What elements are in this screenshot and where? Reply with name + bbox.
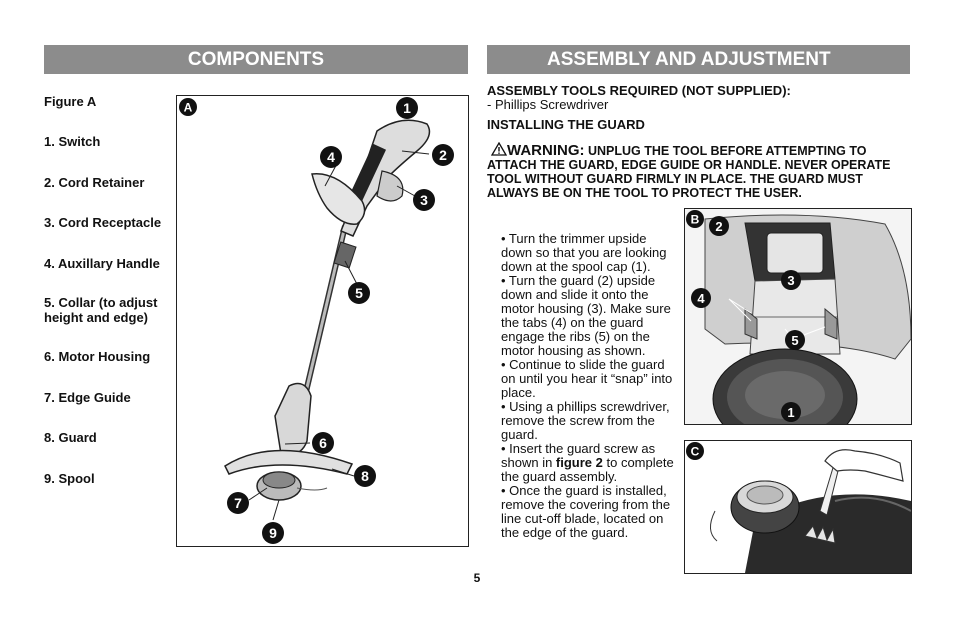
callout-b-1: 1 bbox=[781, 402, 801, 422]
callout-4: 4 bbox=[320, 146, 342, 168]
callout-7: 7 bbox=[227, 492, 249, 514]
warning-label: WARNING: bbox=[507, 142, 585, 159]
callout-b-4: 4 bbox=[691, 288, 711, 308]
components-heading: COMPONENTS bbox=[44, 45, 468, 74]
step-item: • Turn the trimmer upside down so that y… bbox=[501, 231, 667, 274]
component-item: 2. Cord Retainer bbox=[44, 175, 145, 190]
figure-c-letter: C bbox=[691, 445, 700, 459]
guard-heading: INSTALLING THE GUARD bbox=[487, 117, 645, 132]
figure-a-trimmer-illustration: A 1 2 3 4 5 6 8 7 9 bbox=[176, 95, 469, 547]
figure-c-blade-covering: C bbox=[684, 440, 912, 574]
svg-text:5: 5 bbox=[355, 285, 363, 301]
callout-5: 5 bbox=[348, 282, 370, 304]
figure-b-letter: B bbox=[691, 213, 700, 227]
svg-text:6: 6 bbox=[319, 435, 327, 451]
step-item: • Insert the guard screw as shown in fig… bbox=[501, 442, 681, 484]
component-item: 8. Guard bbox=[44, 430, 97, 445]
component-item: 5. Collar (to adjust height and edge) bbox=[44, 295, 158, 325]
svg-text:5: 5 bbox=[791, 333, 798, 348]
step-item: • Continue to slide the guard on until y… bbox=[501, 357, 673, 400]
step-text: to complete the guard assembly. bbox=[501, 455, 674, 484]
component-item: 9. Spool bbox=[44, 471, 95, 486]
svg-text:2: 2 bbox=[439, 147, 447, 163]
step-item: • Turn the guard (2) upside down and sli… bbox=[501, 273, 671, 358]
svg-text:1: 1 bbox=[403, 100, 411, 116]
callout-2: 2 bbox=[432, 144, 454, 166]
callout-b-2: 2 bbox=[709, 216, 729, 236]
guard-steps: • Turn the trimmer upside down so that y… bbox=[501, 232, 681, 540]
svg-text:7: 7 bbox=[234, 495, 242, 511]
guard-photo-drawing: B 2 3 4 5 1 bbox=[685, 209, 911, 424]
step-text: • Insert the guard screw as shown in bbox=[501, 441, 656, 470]
svg-text:3: 3 bbox=[420, 192, 428, 208]
warning-text: UNPLUG THE TOOL BEFORE ATTEMPTING TO ATT… bbox=[487, 144, 891, 200]
callout-8: 8 bbox=[354, 465, 376, 487]
callout-1: 1 bbox=[396, 97, 418, 119]
callout-b-3: 3 bbox=[781, 270, 801, 290]
svg-text:2: 2 bbox=[715, 219, 722, 234]
component-item: 3. Cord Receptacle bbox=[44, 215, 162, 230]
warning-block: WARNING: UNPLUG THE TOOL BEFORE ATTEMPTI… bbox=[487, 141, 912, 200]
figure-a-letter: A bbox=[184, 101, 193, 115]
callout-b-5: 5 bbox=[785, 330, 805, 350]
assembly-heading: ASSEMBLY AND ADJUSTMENT bbox=[487, 45, 910, 74]
tools-heading: ASSEMBLY TOOLS REQUIRED (NOT SUPPLIED): bbox=[487, 83, 791, 98]
callout-9: 9 bbox=[262, 522, 284, 544]
component-item: 6. Motor Housing bbox=[44, 349, 151, 364]
svg-text:1: 1 bbox=[787, 405, 794, 420]
component-item: 1. Switch bbox=[44, 134, 101, 149]
tools-item: - Phillips Screwdriver bbox=[487, 97, 609, 112]
step-item: • Using a phillips screwdriver, remove t… bbox=[501, 399, 670, 442]
page-number: 5 bbox=[473, 571, 481, 585]
warning-triangle-icon bbox=[490, 141, 508, 156]
figure-b-guard-installation: B 2 3 4 5 1 bbox=[684, 208, 912, 425]
callout-3: 3 bbox=[413, 189, 435, 211]
callout-6: 6 bbox=[312, 432, 334, 454]
svg-text:4: 4 bbox=[327, 149, 335, 165]
svg-text:3: 3 bbox=[787, 273, 794, 288]
component-item: 4. Auxillary Handle bbox=[44, 256, 160, 271]
figure-label: Figure A bbox=[44, 94, 97, 109]
component-item: 7. Edge Guide bbox=[44, 390, 131, 405]
figure-reference: figure 2 bbox=[555, 455, 603, 470]
blade-drawing: C bbox=[685, 441, 911, 573]
step-item: • Once the guard is installed, remove th… bbox=[501, 483, 671, 540]
trimmer-drawing: A 1 2 3 4 5 6 8 7 9 bbox=[179, 97, 454, 544]
svg-text:4: 4 bbox=[697, 291, 705, 306]
svg-text:8: 8 bbox=[361, 468, 369, 484]
svg-text:9: 9 bbox=[269, 525, 277, 541]
